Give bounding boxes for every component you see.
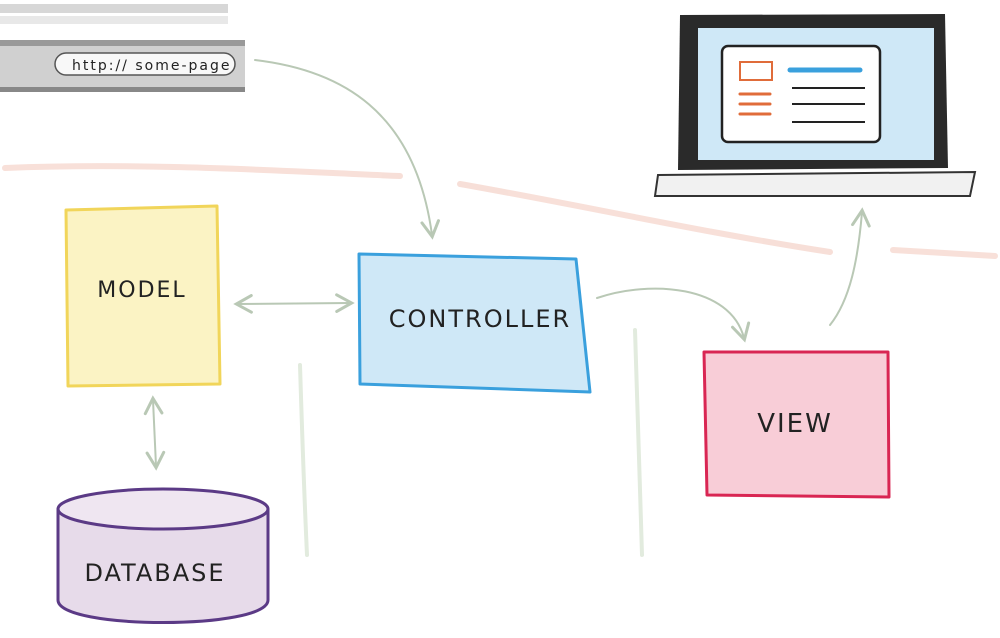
model-node: MODEL <box>64 204 222 388</box>
database-node: DATABASE <box>56 487 270 624</box>
arrow-model-database <box>143 395 166 471</box>
database-label: DATABASE <box>84 559 225 587</box>
arrow-model-controller <box>233 293 355 314</box>
url-text: http:// some-page <box>72 58 231 74</box>
view-label: VIEW <box>757 409 833 439</box>
arrows <box>143 59 871 471</box>
arrow-controller-to-view <box>596 287 751 343</box>
background-sketch-lines <box>2 163 998 259</box>
controller-node: CONTROLLER <box>357 252 592 394</box>
laptop-icon <box>653 14 977 197</box>
browser-address-bar: http:// some-page <box>0 4 245 92</box>
arrow-view-to-laptop <box>829 207 871 326</box>
controller-label: CONTROLLER <box>389 305 571 333</box>
arrow-browser-to-controller <box>254 59 440 240</box>
view-node: VIEW <box>702 350 891 499</box>
model-label: MODEL <box>97 278 186 303</box>
url-field[interactable] <box>54 52 236 76</box>
background-guides <box>298 328 644 557</box>
